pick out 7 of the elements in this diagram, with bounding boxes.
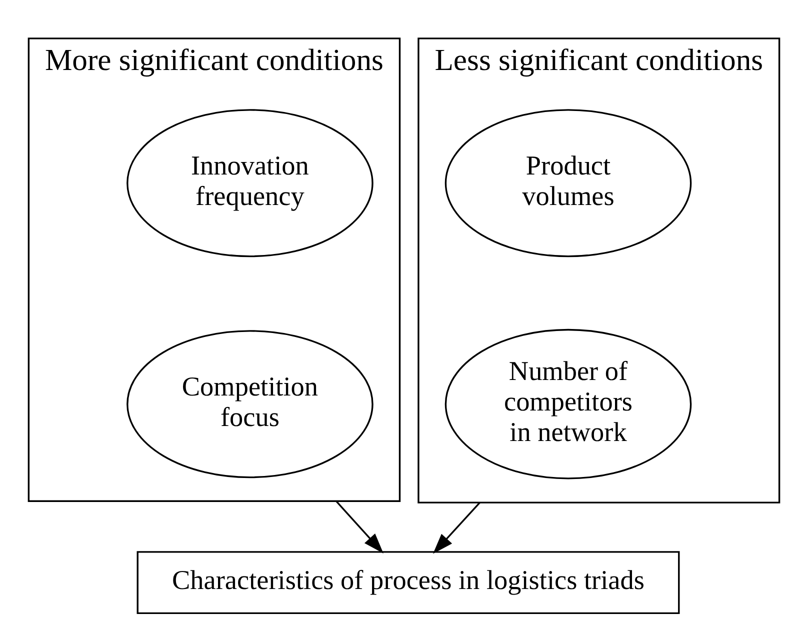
arrow <box>432 501 480 554</box>
node-ellipse: Product volumes <box>444 108 692 257</box>
node-box: Characteristics of process in logistics triads <box>136 550 680 614</box>
node-ellipse: Innovation frequency <box>126 108 374 257</box>
node-ellipse: Number of competitors in network <box>444 328 692 479</box>
arrow <box>336 500 384 553</box>
node-ellipse: Competition focus <box>126 330 374 478</box>
